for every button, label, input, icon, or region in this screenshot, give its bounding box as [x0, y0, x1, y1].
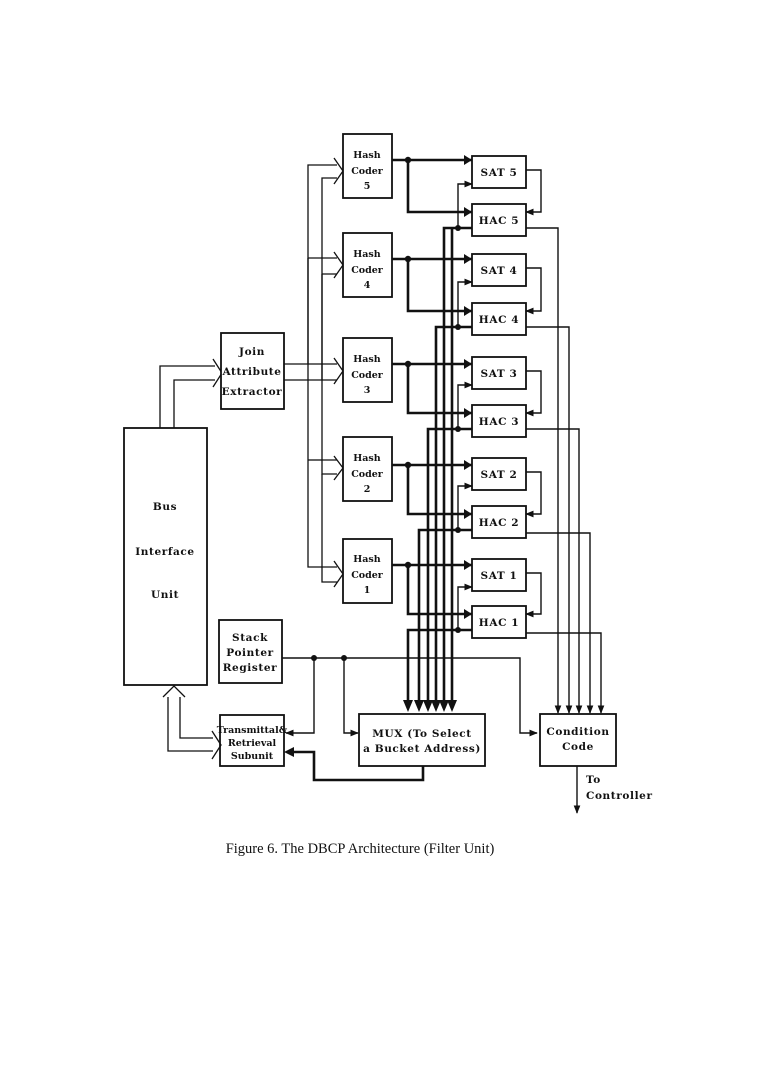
stack-pointer-line-1: Stack: [232, 632, 268, 644]
hash-coder-3: Hash Coder 3: [342, 337, 393, 403]
sat-1: SAT 1: [471, 558, 527, 592]
mux: MUX (To Select a Bucket Address): [358, 713, 486, 767]
transmittal-retrieval-subunit: Transmittal& Retrieval Subunit: [217, 714, 288, 767]
hash-coder-4: Hash Coder 4: [342, 232, 393, 298]
hac-4-label: HAC 4: [479, 314, 519, 326]
bus-transmittal-arrow: [162, 685, 222, 760]
condition-code: Condition Code: [539, 713, 617, 767]
sat-hac-loops: [525, 169, 542, 618]
mux-line-1: MUX (To Select: [372, 728, 471, 740]
to-controller-line-2: Controller: [586, 790, 653, 802]
sat-3-label: SAT 3: [481, 368, 518, 380]
hash-coder-1-line-2: Coder: [351, 570, 384, 581]
bus-interface-line-1: Bus: [153, 501, 177, 513]
extractor-line-2: Attribute: [221, 366, 281, 378]
hac-4: HAC 4: [471, 302, 527, 336]
bus-interface-unit: Bus Interface Unit: [123, 427, 208, 686]
hash-to-sat-hac-buses: [392, 155, 472, 619]
hac-to-mux-buses: [403, 226, 472, 712]
hac-2: HAC 2: [471, 505, 527, 539]
extractor-fanout-arrows: [284, 157, 344, 588]
bus-to-extractor-arrow: [159, 358, 223, 428]
sat-4: SAT 4: [471, 253, 527, 287]
hac-3-label: HAC 3: [479, 416, 519, 428]
sat-2: SAT 2: [471, 457, 527, 491]
hash-coder-2-line-3: 2: [364, 484, 371, 495]
hac-1-label: HAC 1: [479, 617, 519, 629]
transmittal-line-1: Transmittal&: [217, 725, 288, 736]
hac-2-label: HAC 2: [479, 517, 519, 529]
hash-coder-4-line-3: 4: [364, 280, 371, 291]
hash-coder-4-line-1: Hash: [353, 249, 380, 260]
transmittal-line-2: Retrieval: [228, 738, 277, 749]
hash-coder-3-line-3: 3: [364, 385, 371, 396]
hash-coder-5-line-3: 5: [364, 181, 371, 192]
hac-to-condition-lines: [526, 227, 605, 714]
bus-interface-line-2: Interface: [135, 546, 194, 558]
sat-2-label: SAT 2: [481, 469, 518, 481]
hash-coder-1-line-1: Hash: [353, 554, 380, 565]
condition-line-2: Code: [562, 741, 594, 753]
extractor-line-3: Extractor: [222, 386, 283, 398]
figure-caption: Figure 6. The DBCP Architecture (Filter …: [226, 841, 495, 857]
hash-coder-5-line-1: Hash: [353, 150, 380, 161]
hash-coder-2-line-2: Coder: [351, 469, 384, 480]
stack-pointer-outputs: [282, 655, 538, 737]
hac-3: HAC 3: [471, 404, 527, 438]
hash-coder-4-line-2: Coder: [351, 265, 384, 276]
hash-coder-5: Hash Coder 5: [342, 133, 393, 199]
stack-pointer-line-3: Register: [223, 662, 278, 674]
extractor-line-1: Join: [238, 346, 265, 358]
mux-line-2: a Bucket Address): [363, 743, 481, 755]
to-controller-output: To Controller: [573, 766, 653, 814]
hash-coder-5-line-2: Coder: [351, 166, 384, 177]
hac-1: HAC 1: [471, 605, 527, 639]
hash-coder-1-line-3: 1: [364, 585, 371, 596]
hash-coder-1: Hash Coder 1: [342, 538, 393, 604]
sat-3: SAT 3: [471, 356, 527, 390]
hac-5-label: HAC 5: [479, 215, 519, 227]
hash-coder-2: Hash Coder 2: [342, 436, 393, 502]
bus-interface-line-3: Unit: [151, 589, 179, 601]
join-attribute-extractor: Join Attribute Extractor: [220, 332, 285, 410]
transmittal-line-3: Subunit: [231, 751, 274, 762]
mux-to-transmittal-line: [284, 747, 425, 782]
to-controller-line-1: To: [586, 774, 601, 786]
hac-feedback-lines: [455, 180, 473, 633]
sat-4-label: SAT 4: [481, 265, 518, 277]
hash-coder-2-line-1: Hash: [353, 453, 380, 464]
hash-coder-3-line-1: Hash: [353, 354, 380, 365]
hash-coder-3-line-2: Coder: [351, 370, 384, 381]
stack-pointer-line-2: Pointer: [226, 647, 274, 659]
hac-5: HAC 5: [471, 203, 527, 237]
sat-1-label: SAT 1: [481, 570, 518, 582]
sat-5: SAT 5: [471, 155, 527, 189]
sat-5-label: SAT 5: [481, 167, 518, 179]
condition-line-1: Condition: [546, 726, 609, 738]
stack-pointer-register: Stack Pointer Register: [218, 619, 283, 684]
